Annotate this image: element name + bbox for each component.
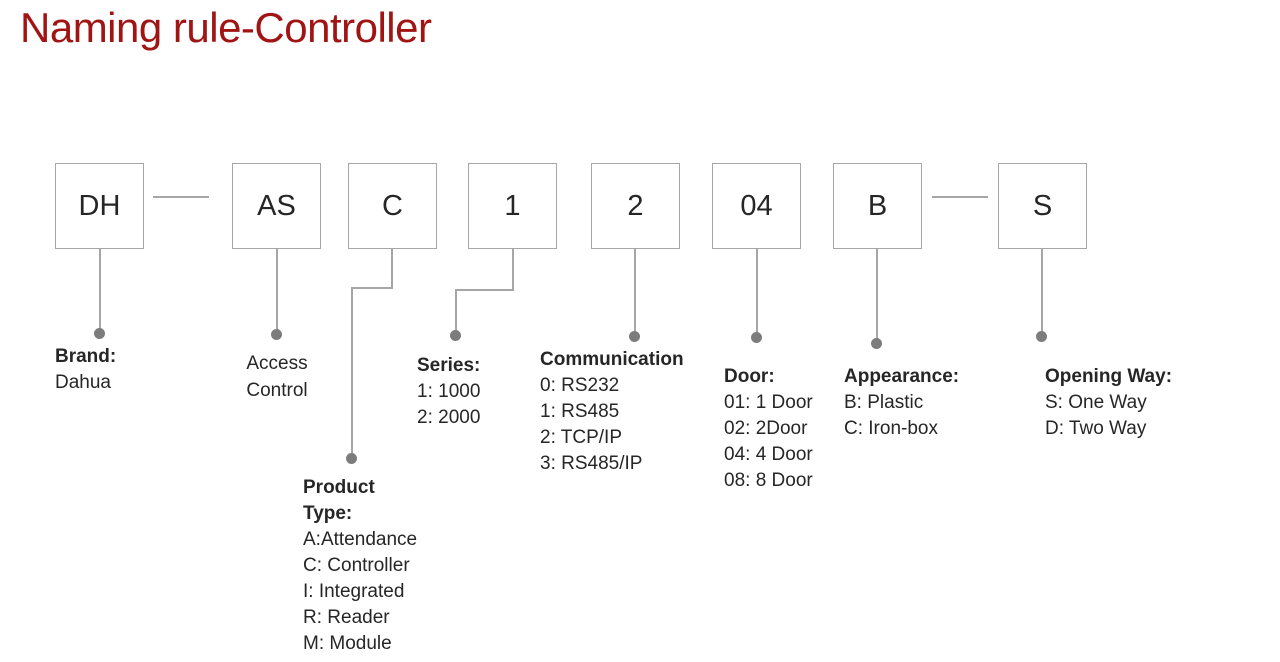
- label-door-header: Door:: [724, 366, 775, 387]
- label-product-type-item: C: Controller: [303, 555, 410, 576]
- code-box-opening-way: S: [998, 163, 1087, 249]
- connector-product-type-line-1: [391, 249, 393, 289]
- connector-opening-way-dot: [1036, 331, 1047, 342]
- label-door-item: 02: 2Door: [724, 418, 808, 439]
- connector-product-type-dot: [346, 453, 357, 464]
- connector-series-line-2: [455, 289, 514, 291]
- dash-link-dh-as: [153, 196, 209, 198]
- connector-brand-dot: [94, 328, 105, 339]
- label-communication-item: 0: RS232: [540, 375, 620, 396]
- code-box-door-text: 04: [740, 189, 773, 222]
- page-title: Naming rule-Controller: [20, 4, 432, 51]
- connector-access-line: [276, 249, 278, 334]
- code-box-series-text: 1: [504, 189, 521, 222]
- connector-series-dot: [450, 330, 461, 341]
- label-series-item: 1: 1000: [417, 381, 481, 402]
- label-communication-item: 1: RS485: [540, 401, 620, 422]
- code-box-brand: DH: [55, 163, 144, 249]
- connector-communication-line: [634, 249, 636, 336]
- label-series-header: Series:: [417, 355, 481, 376]
- code-box-product-type: C: [348, 163, 437, 249]
- code-box-brand-text: DH: [78, 189, 121, 222]
- label-product-type-header2: Type:: [303, 503, 353, 524]
- code-box-communication-text: 2: [627, 189, 644, 222]
- connector-access-dot: [271, 329, 282, 340]
- label-series-item: 2: 2000: [417, 407, 481, 428]
- label-communication-header: Communication: [540, 349, 684, 370]
- label-product-type-header1: Product: [303, 477, 375, 498]
- label-series: Series: 1: 1000 2: 2000: [417, 353, 480, 431]
- label-appearance-header: Appearance:: [844, 366, 960, 387]
- connector-series-line-1: [512, 249, 514, 291]
- label-communication-item: 2: TCP/IP: [540, 427, 623, 448]
- label-access: Access Control: [218, 350, 336, 404]
- code-box-appearance-text: B: [867, 189, 888, 222]
- label-product-type-item: I: Integrated: [303, 581, 405, 602]
- label-brand-header: Brand:: [55, 346, 117, 367]
- connector-product-type-line-3: [351, 287, 353, 458]
- label-product-type-item: M: Module: [303, 633, 392, 654]
- label-door: Door: 01: 1 Door 02: 2Door 04: 4 Door 08…: [724, 364, 813, 494]
- dash-link-b-s: [932, 196, 988, 198]
- label-appearance-item: B: Plastic: [844, 392, 924, 413]
- label-access-line2: Control: [246, 380, 308, 401]
- code-box-appearance: B: [833, 163, 922, 249]
- code-box-series: 1: [468, 163, 557, 249]
- label-access-line1: Access: [246, 353, 308, 374]
- label-brand-item: Dahua: [55, 372, 111, 393]
- label-product-type-item: A:Attendance: [303, 529, 418, 550]
- label-opening-way-header: Opening Way:: [1045, 366, 1173, 387]
- connector-appearance-line: [876, 249, 878, 343]
- code-box-product-type-text: C: [382, 189, 403, 222]
- label-product-type: Product Type: A:Attendance C: Controller…: [303, 475, 417, 657]
- label-opening-way: Opening Way: S: One Way D: Two Way: [1045, 364, 1172, 442]
- label-product-type-item: R: Reader: [303, 607, 390, 628]
- label-door-item: 04: 4 Door: [724, 444, 813, 465]
- label-communication-item: 3: RS485/IP: [540, 453, 643, 474]
- label-appearance-item: C: Iron-box: [844, 418, 938, 439]
- code-box-access-text: AS: [257, 189, 296, 222]
- code-box-communication: 2: [591, 163, 680, 249]
- label-opening-way-item: S: One Way: [1045, 392, 1147, 413]
- label-opening-way-item: D: Two Way: [1045, 418, 1147, 439]
- connector-door-dot: [751, 332, 762, 343]
- connector-door-line: [756, 249, 758, 337]
- label-appearance: Appearance: B: Plastic C: Iron-box: [844, 364, 959, 442]
- label-brand: Brand: Dahua: [55, 344, 116, 396]
- connector-series-line-3: [455, 289, 457, 335]
- connector-communication-dot: [629, 331, 640, 342]
- label-door-item: 01: 1 Door: [724, 392, 813, 413]
- label-communication: Communication 0: RS232 1: RS485 2: TCP/I…: [540, 347, 684, 477]
- connector-appearance-dot: [871, 338, 882, 349]
- code-box-access: AS: [232, 163, 321, 249]
- connector-opening-way-line: [1041, 249, 1043, 336]
- connector-brand-line: [99, 249, 101, 333]
- code-box-opening-way-text: S: [1032, 189, 1053, 222]
- code-box-door: 04: [712, 163, 801, 249]
- connector-product-type-line-2: [351, 287, 393, 289]
- label-door-item: 08: 8 Door: [724, 470, 813, 491]
